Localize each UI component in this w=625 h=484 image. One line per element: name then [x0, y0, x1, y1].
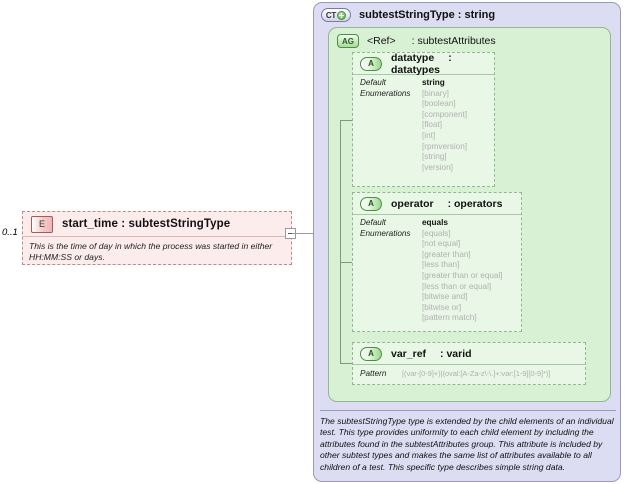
attribute-type: : operators: [447, 197, 503, 210]
element-start-time-box[interactable]: E start_time : subtestStringType This is…: [22, 211, 292, 265]
attributegroup-type-label: : subtestAttributes: [411, 35, 496, 47]
enumeration-value: [bitwise and]: [422, 292, 468, 302]
facet-labels: Pattern: [360, 369, 402, 380]
enumeration-value: [greater than]: [422, 249, 471, 259]
attribute-type: : datatypes: [391, 51, 452, 76]
attribute-type: : varid: [440, 347, 472, 360]
enumeration-value: [pattern match]: [422, 313, 477, 323]
facet-label-pattern: Pattern: [360, 369, 387, 378]
tree-connector-to-varref: [340, 363, 352, 364]
facet-label-enumerations: Enumerations: [360, 228, 411, 238]
complextype-documentation: The subtestStringType type is extended b…: [320, 410, 616, 473]
attribute-icon: A: [360, 346, 382, 361]
enumeration-value: [rpmversion]: [422, 141, 468, 151]
complextype-title: subtestStringType : string: [359, 9, 496, 21]
enumeration-value: [string]: [422, 152, 447, 162]
attribute-body: Default Enumerations string [binary] [bo…: [353, 75, 494, 176]
enumeration-value: [component]: [422, 109, 468, 119]
facet-values: equals [equals] [not equal] [greater tha…: [422, 218, 503, 324]
enumeration-value: [binary]: [422, 88, 449, 98]
attribute-datatype-box[interactable]: A datatype: datatypes Default Enumeratio…: [352, 52, 495, 187]
complextype-icon-label: CT: [325, 10, 337, 20]
tree-connector-vertical: [340, 120, 341, 363]
complextype-icon[interactable]: CT: [321, 8, 351, 22]
expand-plus-icon[interactable]: [337, 10, 347, 20]
attribute-header: A operator : operators: [353, 193, 521, 215]
complextype-header: CT subtestStringType : string: [321, 8, 495, 22]
attribute-icon: A: [360, 56, 382, 71]
facet-default-value: string: [422, 78, 445, 87]
attribute-title: var_ref : varid: [391, 348, 472, 360]
facet-label-default: Default: [360, 218, 386, 227]
attributegroup-header: AG <Ref> : subtestAttributes: [337, 34, 496, 48]
attribute-varref-box[interactable]: A var_ref : varid Pattern [(var-[0-9]+)|(…: [352, 342, 586, 385]
attribute-name: var_ref: [391, 347, 427, 360]
attribute-name: operator: [391, 197, 434, 210]
element-header: E start_time : subtestStringType: [23, 212, 291, 237]
element-icon: E: [31, 215, 53, 233]
enumeration-value: [less than or equal]: [422, 281, 492, 291]
attribute-title: operator : operators: [391, 198, 502, 210]
tree-connector-to-operator: [340, 262, 352, 263]
attribute-icon: A: [360, 196, 382, 211]
enumeration-value: [boolean]: [422, 99, 456, 109]
attribute-operator-box[interactable]: A operator : operators Default Enumeratio…: [352, 192, 522, 332]
occurrence-label: 0..1: [2, 227, 18, 238]
enumeration-value: [version]: [422, 162, 453, 172]
facet-label-default: Default: [360, 78, 386, 87]
element-description: This is the time of day in which the pro…: [29, 241, 273, 262]
facet-labels: Default Enumerations: [360, 78, 422, 173]
connector-line: [301, 233, 314, 234]
enumeration-value: [greater than or equal]: [422, 270, 503, 280]
attribute-header: A var_ref : varid: [353, 343, 585, 365]
enumeration-value: [equals]: [422, 228, 451, 238]
facet-values: string [binary] [boolean] [component] [f…: [422, 78, 467, 173]
attribute-body: Pattern [(var-[0-9]+)|(oval:[A-Za-z\-\.]…: [353, 365, 585, 383]
connector-stub: [292, 233, 302, 234]
attributegroup-title: <Ref> : subtestAttributes: [367, 35, 496, 47]
enumeration-value: [bitwise or]: [422, 302, 462, 312]
enumeration-value: [not equal]: [422, 239, 461, 249]
facet-labels: Default Enumerations: [360, 218, 422, 324]
attribute-title: datatype: datatypes: [391, 52, 494, 76]
tree-connector-to-datatype: [340, 120, 352, 121]
facet-default-value: equals: [422, 218, 448, 227]
attribute-body: Default Enumerations equals [equals] [no…: [353, 215, 521, 327]
facet-label-enumerations: Enumerations: [360, 88, 411, 98]
element-title: start_time : subtestStringType: [62, 218, 231, 230]
attributegroup-ref-label: <Ref>: [367, 35, 396, 47]
enumeration-value: [less than]: [422, 260, 460, 270]
attribute-name: datatype: [391, 51, 435, 64]
attributegroup-icon: AG: [337, 34, 359, 48]
facet-values: [(var-[0-9]+)|(oval:[A-Za-z\-\.]+:var:[1…: [402, 369, 550, 380]
attribute-header: A datatype: datatypes: [353, 52, 494, 76]
enumeration-value: [float]: [422, 120, 443, 130]
facet-pattern-value: [(var-[0-9]+)|(oval:[A-Za-z\-\.]+:var:[1…: [402, 369, 551, 378]
enumeration-value: [int]: [422, 130, 436, 140]
